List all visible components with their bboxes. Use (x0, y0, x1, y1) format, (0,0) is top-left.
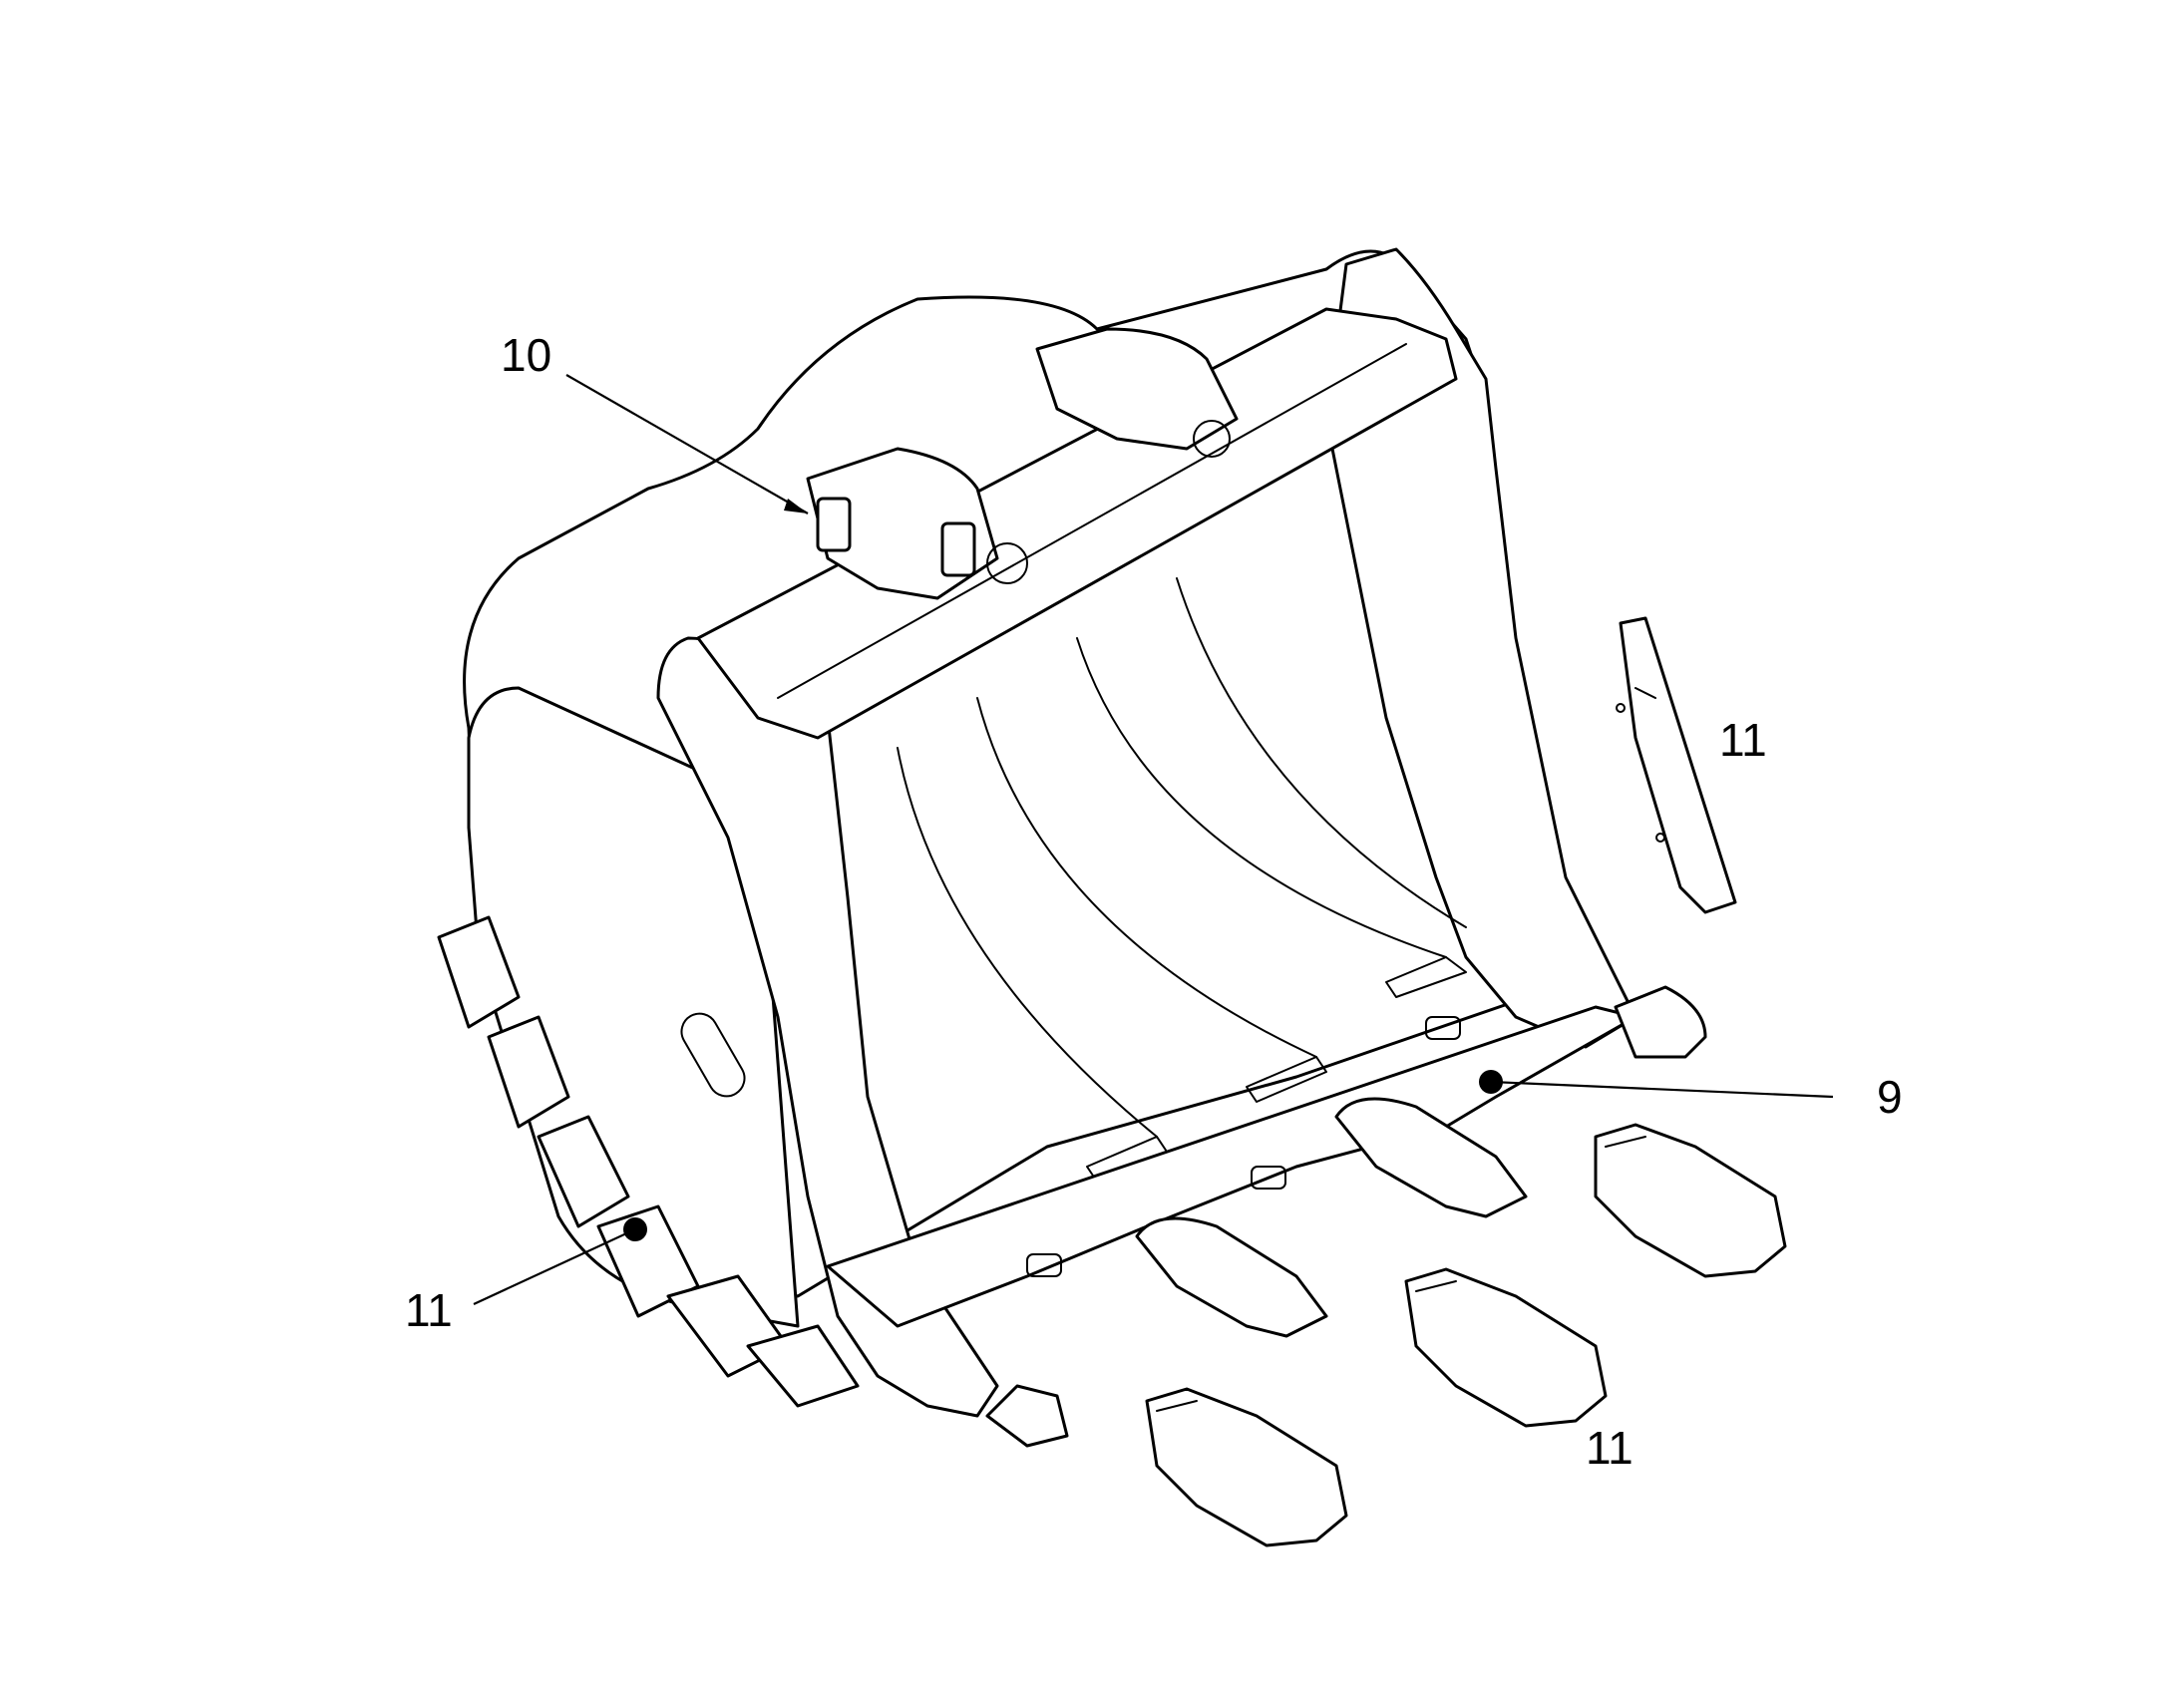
loose-tooth-2 (1404, 1267, 1608, 1428)
loose-tooth-1 (1594, 1123, 1787, 1278)
bucket-body (437, 247, 1707, 1448)
dot-11-left (623, 1217, 647, 1241)
leader-9 (1490, 1080, 1834, 1099)
callout-11-left: 11 (405, 1284, 453, 1336)
dot-9 (1479, 1070, 1503, 1094)
loose-tooth-side-cutter (1616, 616, 1737, 914)
arrowhead-10 (784, 499, 808, 513)
leader-10 (565, 374, 809, 514)
callout-11-bottom: 11 (1586, 1422, 1634, 1474)
callout-10: 10 (501, 329, 551, 381)
callout-11-upper: 11 (1719, 714, 1767, 766)
leader-lines (473, 374, 1834, 1305)
callout-9: 9 (1877, 1071, 1903, 1123)
leader-11-left (473, 1228, 636, 1305)
loose-tooth-3 (1145, 1387, 1348, 1547)
